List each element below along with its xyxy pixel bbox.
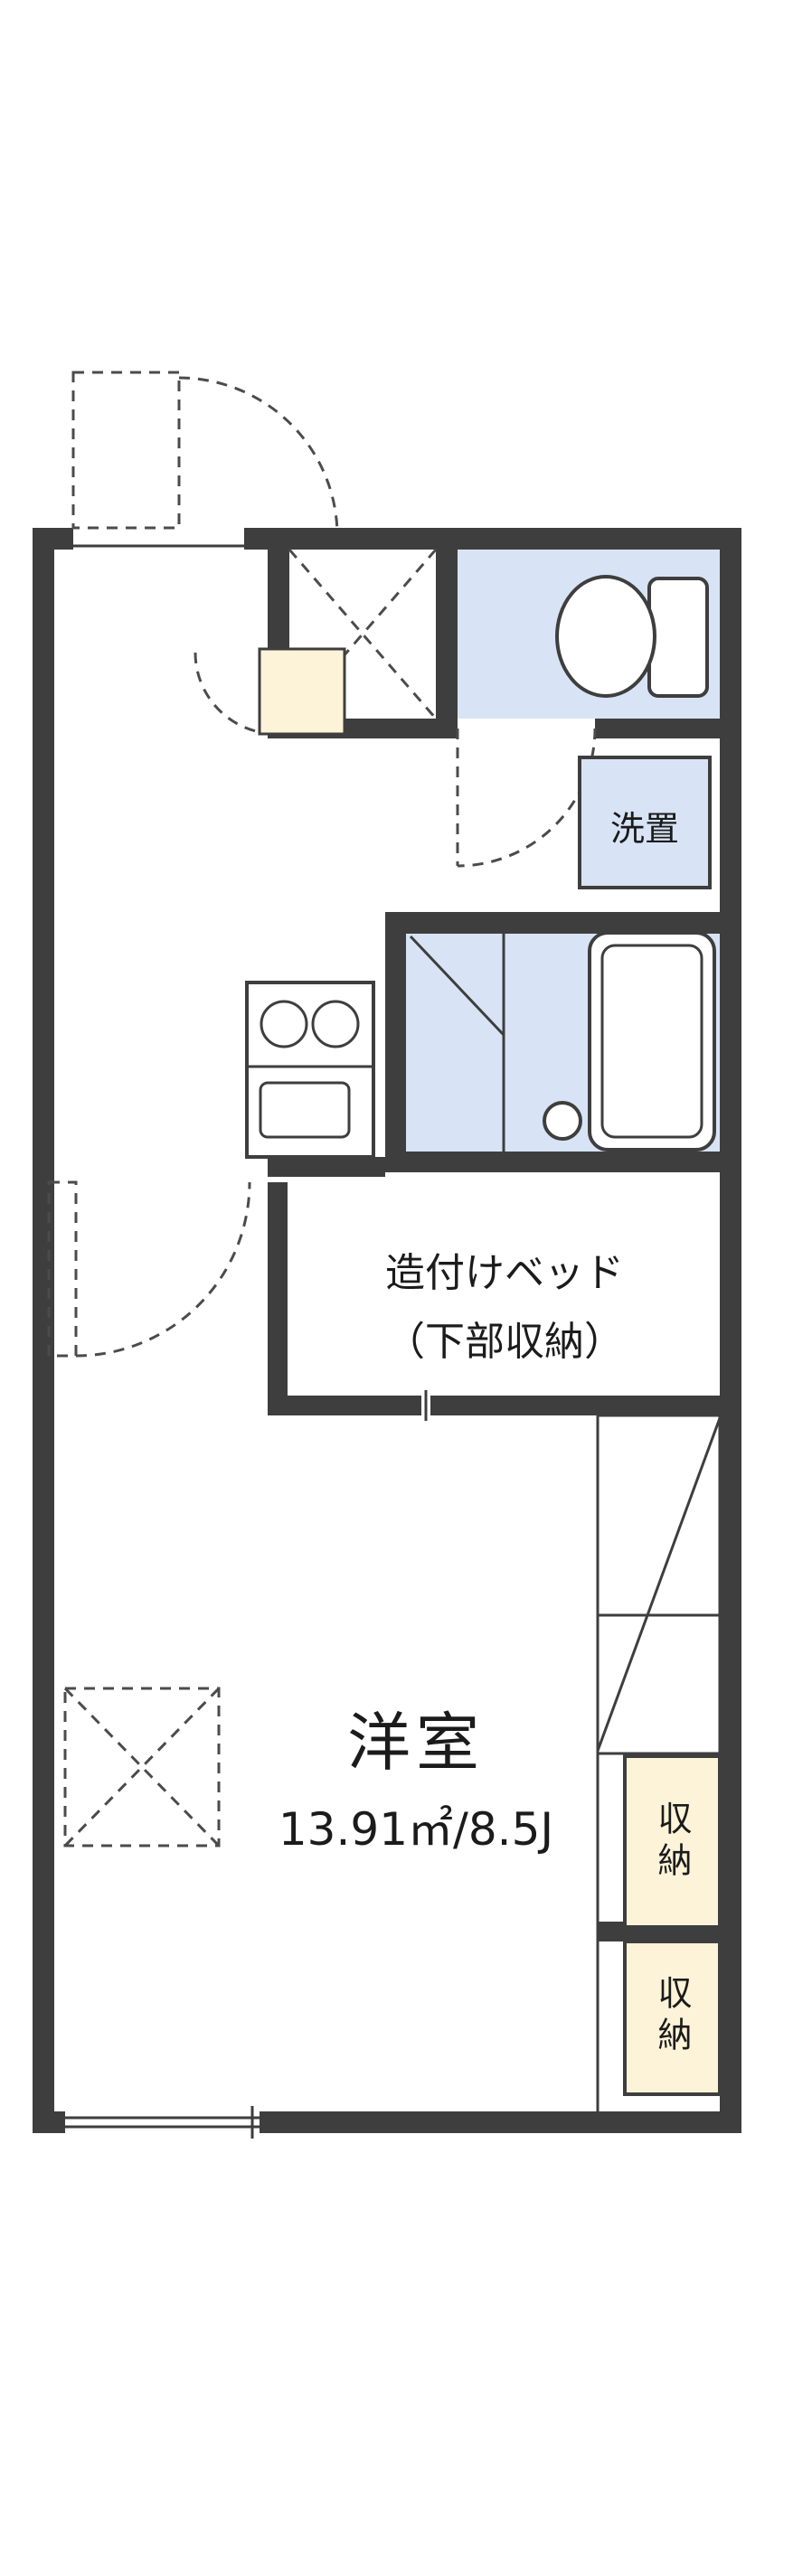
room-size-label: 13.91㎡/8.5J (278, 1803, 554, 1856)
dashed-furniture-box (63, 1687, 221, 1847)
room-name-label: 洋室 (347, 1706, 485, 1780)
storage-lower-label: 収納 (652, 1975, 692, 2058)
bath-door-swing-line (409, 935, 505, 1037)
entry-door-swing-arc (194, 652, 278, 736)
under-bed-storage-label: （下部収納） (385, 1319, 624, 1365)
wall-bottom-left (33, 2111, 65, 2133)
toilet-bowl (555, 575, 656, 698)
wall-bed-top-left (268, 1157, 385, 1177)
kitchen-sink (259, 1081, 351, 1139)
washer-space-label: 洗置 (609, 809, 679, 849)
entrance-door-swing-arc (178, 376, 339, 534)
bath-drain (543, 1101, 582, 1141)
toilet-door-swing-arc (457, 728, 597, 868)
wall-right (720, 528, 741, 2133)
storage-lower-box (623, 1940, 722, 2096)
wall-bed-bottom (268, 1396, 741, 1415)
wall-bottom (260, 2111, 741, 2133)
room-door-swing-arc (75, 1181, 251, 1358)
washer-space-box (578, 756, 712, 889)
storage-upper-label: 収納 (652, 1800, 692, 1884)
wall-bath-bottom (385, 1152, 741, 1172)
bathtub-outer (588, 931, 716, 1152)
closet-diagonal (596, 1417, 722, 1752)
room-door-leaf (47, 1180, 78, 1358)
wall-bath-left (385, 912, 406, 1172)
wall-toilet-bottom (595, 719, 720, 738)
wall-top-left-stub (33, 528, 73, 550)
toilet-tank (647, 577, 709, 698)
stove-burner-left (260, 1000, 308, 1048)
shoe-cabinet (258, 647, 346, 736)
kitchen-unit (245, 981, 375, 1159)
storage-upper-box (623, 1754, 722, 1929)
wall-bath-top (385, 912, 741, 934)
built-in-bed-label: 造付けベッド (385, 1250, 624, 1296)
wall-left (33, 528, 54, 2133)
walls (33, 528, 741, 2133)
wall-top (244, 528, 741, 550)
wall-toilet-left (436, 550, 458, 738)
bathtub-inner (600, 944, 703, 1139)
stove-burner-right (311, 1000, 360, 1048)
wall-bed-left (268, 1182, 288, 1415)
entrance-door-leaf (71, 371, 181, 530)
